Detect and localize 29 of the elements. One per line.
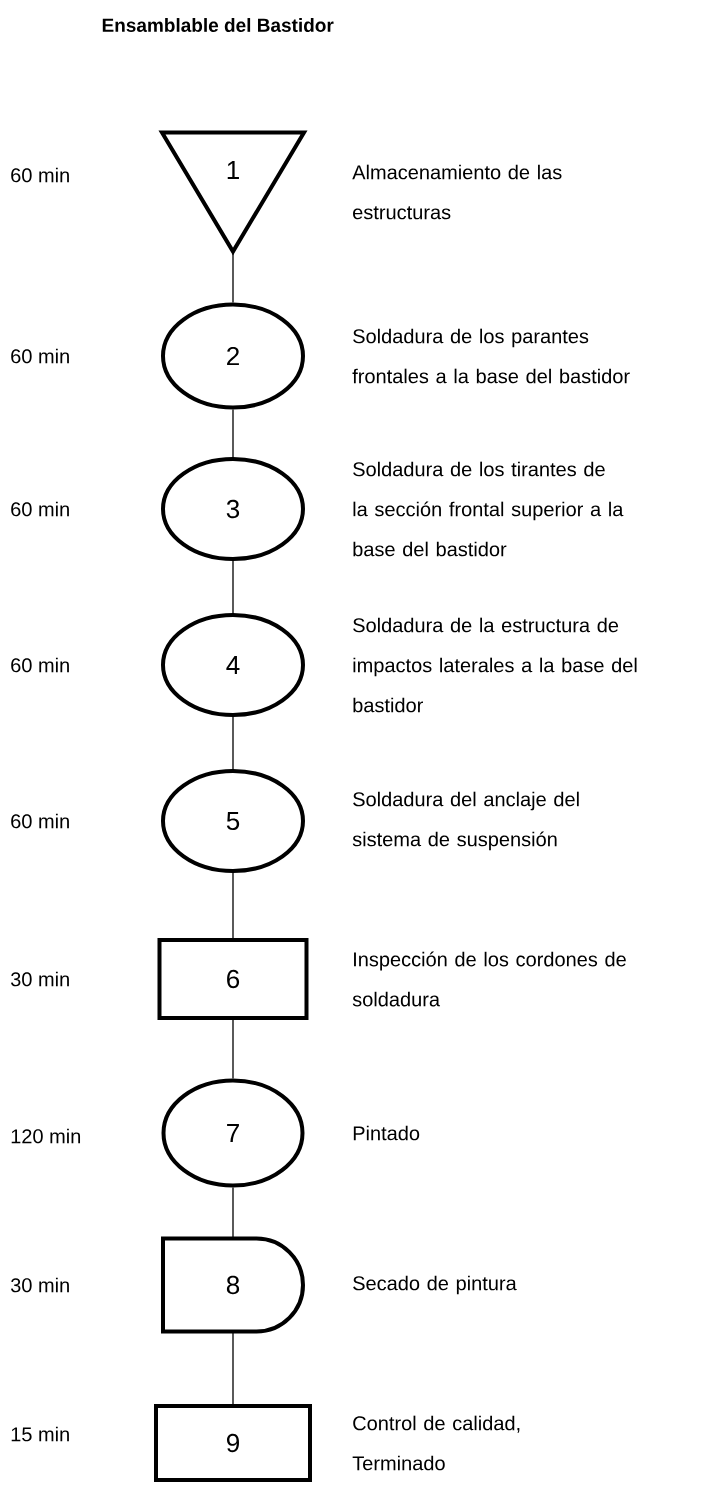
duration-label: 30 min [10, 971, 69, 987]
duration-label: 120 min [11, 1128, 80, 1144]
duration-label: 60 min [11, 501, 69, 517]
step-description: Secado de pintura [353, 1275, 517, 1295]
title: Ensamblable del Bastidor [102, 18, 334, 32]
duration-label: 60 min [11, 167, 69, 183]
step-description: Control de calidad, Terminado [352, 1415, 520, 1471]
duration-label: 60 min [11, 657, 69, 673]
step-description: Soldadura de la estructura de impactos laterales a la base del bastidor [353, 617, 637, 713]
connector-line [232, 408, 234, 458]
duration-label: 30 min [10, 1277, 69, 1293]
connector-line [232, 560, 234, 614]
connector-line [232, 1019, 234, 1080]
connector-line [232, 716, 234, 770]
inspection-box: 6 [157, 938, 309, 1020]
duration-label: 60 min [11, 348, 69, 364]
duration-label: 60 min [11, 813, 69, 829]
connector-line [232, 1186, 234, 1239]
step-description: Inspección de los cordones de soldadura [352, 951, 626, 1007]
step-description: Pintado [353, 1125, 420, 1141]
connector-line [232, 872, 234, 939]
connector-line [232, 1331, 234, 1405]
step-description: Soldadura de los parantes frontales a la base del bastidor [352, 328, 630, 384]
duration-label: 15 min [11, 1426, 69, 1442]
step-description: Soldadura del anclaje del sistema de suspensión [352, 791, 579, 851]
step-description: Soldadura de los tirantes de la sección frontal superior a la base del bastidor [353, 461, 624, 557]
inspection-box: 9 [154, 1404, 312, 1482]
connector-line [232, 251, 234, 304]
step-description: Almacenamiento de las estructuras [352, 164, 562, 220]
